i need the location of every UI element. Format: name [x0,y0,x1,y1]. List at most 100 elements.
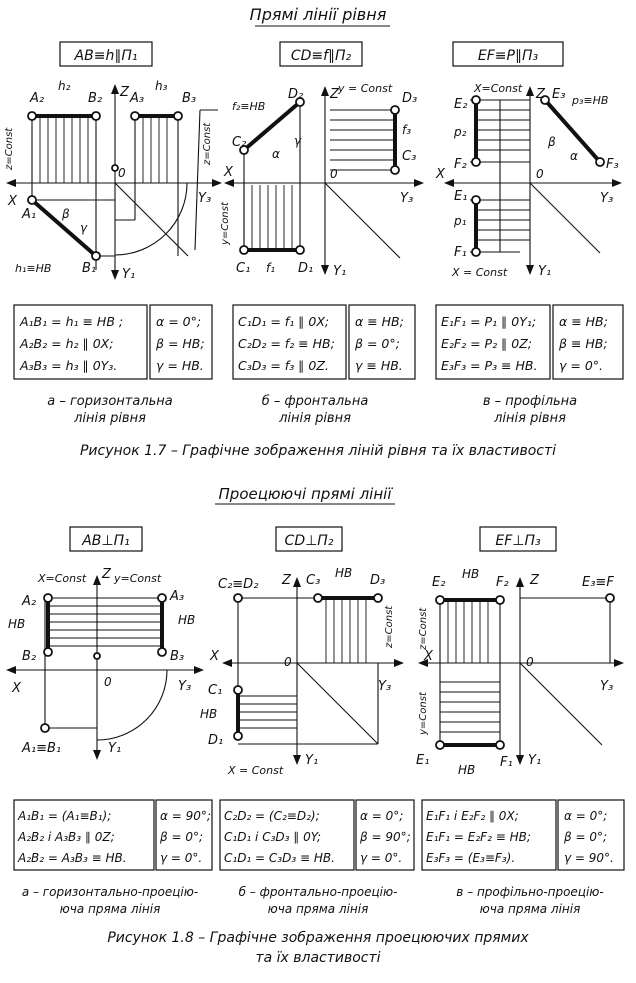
label-section1-panels-2-header: EF≡P∥Π₃ [478,48,539,64]
label-section2-panels-0-point_labels-3: B₃ [170,649,184,664]
label-section2-panels-0-axis_labels-0: Z [101,567,112,582]
label-section2-panels-2-axis_labels-3: Y₁ [528,753,541,768]
label-section1-panels-2-table_left-2: E₃F₃ = P₃ ≡ HB. [441,358,537,373]
label-section1-panels-1-point_labels-3: D₃ [402,91,417,106]
label-section1-panels-1-angle_labels-1: γ [294,134,302,148]
label-section2-panels-2-header: EF⊥Π₃ [495,533,541,549]
label-section2-panels-0-table_left-1: A₂B₂ і A₃B₃ ∥ 0Z; [17,830,115,844]
label-section1-panels-0-table_right-2: γ = HB. [156,358,204,373]
label-section2-panels-1-table_right-2: γ = 0°. [360,851,402,865]
label-section1-panels-0-point_labels-3: B₃ [182,91,196,106]
label-section1-panels-2-table_left-0: E₁F₁ = P₁ ∥ 0Y₁; [441,314,536,329]
label-section1-panels-1-axis_labels-0: Z [329,87,340,102]
section1-title: Прямі лінії рівня [250,5,387,24]
label-section1-panels-2-point_labels-9: X=Const [473,82,523,95]
label-section1-panels-1-point_labels-6: C₁ [236,261,250,276]
label-section1-panels-1-table_left-0: C₁D₁ = f₁ ∥ 0X; [238,314,329,329]
label-section1-panels-0-angle_labels-1: γ [80,221,88,235]
label-section2-panels-0-header: AB⊥Π₁ [81,533,130,549]
label-section2-panels-2-point_labels-1: HB [462,567,479,581]
label-section1-panels-1-caption-1: лінія рівня [278,411,351,426]
label-section2-panels-1-table_left-2: C₁D₁ = C₃D₃ ≡ HB. [224,851,335,865]
label-section1-panels-2-point_labels-8: p₃≡HB [571,94,608,107]
label-section1-panels-1-table_right-0: α ≡ HB; [355,314,404,329]
label-section1-panels-1-point_labels-9: y = Const [337,82,393,95]
label-section1-panels-0-side_labels-0: z=Const [4,127,15,171]
label-section2-panels-0-point_labels-4: A₁≡B₁ [21,741,61,756]
label-section2-panels-0-table_right-1: β = 0°; [159,830,203,844]
label-section2-panels-1-point_labels-6: HB [200,707,217,721]
label-section2-panels-1-point_labels-5: D₁ [208,733,223,748]
panel-1a-header: AB≡h∥Π₁ [74,48,138,64]
label-section1-panels-2-table_right-1: β ≡ HB; [558,336,608,351]
label-section2-panels-1-table_right-0: α = 0°; [360,809,403,823]
label-section2-panels-1-header: CD⊥Π₂ [285,533,334,549]
label-section1-panels-0-point_labels-6: h₂ [58,79,71,93]
label-section2-panels-0-point_labels-2: A₃ [169,589,184,604]
label-section2-panels-2-point_labels-4: E₁ [416,753,429,768]
panel-1b: CD≡f∥Π₂ D₂ C₂ f₂≡HB D₃ C₃ f₃ C [220,41,424,279]
label-section2-panels-2-axis_labels-2: Y₃ [600,679,613,694]
label-section1-panels-2-axis_labels-3: Y₁ [538,264,551,279]
figure-caption-1-7: Рисунок 1.7 – Графічне зображення ліній … [80,443,556,459]
label-section2-panels-2-point_labels-0: E₂ [432,575,445,590]
label-section2-panels-0-point_labels-0: A₂ [21,594,36,609]
label-section1-panels-0-point_labels-1: B₂ [88,91,102,106]
label-section1-panels-0-point_labels-2: A₃ [129,91,144,106]
label-section1-panels-0-axis_labels-3: Y₁ [122,267,135,282]
label-section2-panels-1-point_labels-7: X = Const [227,764,284,777]
label-section1-panels-2-axis_labels-4: 0 [536,167,544,181]
label-section1-panels-0-caption-1: лінія рівня [73,411,146,426]
label-section2-panels-2-point_labels-2: F₂ [496,575,509,590]
label-section1-panels-0-table_right-0: α = 0°; [156,314,201,329]
label-section2-panels-0-point_labels-6: HB [178,613,195,627]
label-section2-panels-2-point_labels-6: F₁ [500,755,513,770]
label-section1-panels-2-caption-1: лінія рівня [493,411,566,426]
label-section1-panels-0-point_labels-4: A₁ [21,207,36,222]
label-section2-panels-2-table_right-0: α = 0°; [564,809,607,823]
label-section1-panels-2-point_labels-6: p₂ [453,125,467,139]
label-section1-panels-1-axis_labels-4: 0 [330,167,338,181]
label-section1-panels-2-angle_labels-1: α [570,149,578,163]
label-section2-panels-2-point_labels-5: HB [458,763,475,777]
panel-1c: EF≡P∥Π₃ E₂ F₂ E₃ F₃ E₁ F₁ p₂ p₁ [435,41,622,279]
label-section2-panels-1-point_labels-2: D₃ [370,573,385,588]
tables-2: A₁B₁ = (A₁≡B₁); A₂B₂ і A₃B₃ ∥ 0Z; A₂B₂ =… [13,799,625,871]
label-section2-panels-1-axis_labels-3: Y₁ [305,753,318,768]
label-section1-panels-1-axis_labels-3: Y₁ [333,264,346,279]
label-section1-panels-2-axis_labels-2: Y₃ [600,191,613,206]
label-section1-panels-1-header: CD≡f∥Π₂ [291,48,352,64]
label-section1-panels-1-point_labels-2: f₂≡HB [232,100,265,113]
label-section2-panels-0-point_labels-8: y=Const [113,572,162,585]
label-section2-panels-2-table_right-1: β = 0°; [563,830,607,844]
label-section2-panels-1-caption-1: юча пряма лінія [268,902,369,916]
label-section2-panels-1-point_labels-8: z=Const [384,605,395,649]
label-section1-panels-1-table_right-2: γ ≡ HB. [355,358,403,373]
panel-2c: EF⊥Π₃ E₂ HB F₂ E₃≡F E₁ HB F₁ z=Const [416,526,624,777]
label-section1-panels-0-axis_labels-0: Z [119,85,130,100]
label-section2-panels-0-caption-0: а – горизонтально-проецію- [22,885,198,899]
label-section1-panels-1-point_labels-8: f₁ [266,261,275,275]
label-section2-panels-1-point_labels-1: C₃ [306,573,320,588]
figure-caption-1-8-line1: Рисунок 1.8 – Графічне зображення проецю… [107,930,529,946]
label-section2-panels-2-table_left-2: E₃F₃ = (E₃≡F₃). [426,851,515,865]
label-section1-panels-0-point_labels-5: B₁ [82,261,96,276]
label-section1-panels-2-point_labels-7: p₁ [453,214,467,228]
label-section1-panels-2-axis_labels-0: Z [535,87,546,102]
label-section2-panels-0-table_left-2: A₂B₂ = A₃B₃ ≡ HB. [17,851,127,865]
label-section2-panels-1-point_labels-3: HB [335,566,352,580]
label-section2-panels-2-point_labels-7: z=Const [418,607,429,651]
label-section1-panels-1-point_labels-7: D₁ [298,261,313,276]
label-section1-panels-1-caption-0: б – фронтальна [262,394,369,409]
label-section1-panels-1-axis_labels-1: X [223,165,234,180]
label-section1-panels-2-table_right-0: α ≡ HB; [559,314,608,329]
label-section1-panels-1-point_labels-5: f₃ [402,123,411,137]
label-section1-panels-1-angle_labels-0: α [272,147,280,161]
label-section2-panels-0-table_left-0: A₁B₁ = (A₁≡B₁); [17,809,111,823]
label-section1-panels-0-angle_labels-0: β [61,207,70,221]
label-section2-panels-0-table_right-0: α = 90°; [160,809,211,823]
label-section1-panels-0-table_left-0: A₁B₁ = h₁ ≡ HB ; [19,314,123,329]
label-section1-panels-1-table_left-2: C₃D₃ = f₃ ∥ 0Z. [238,358,329,373]
label-section2-panels-1-axis_labels-1: X [209,649,220,664]
